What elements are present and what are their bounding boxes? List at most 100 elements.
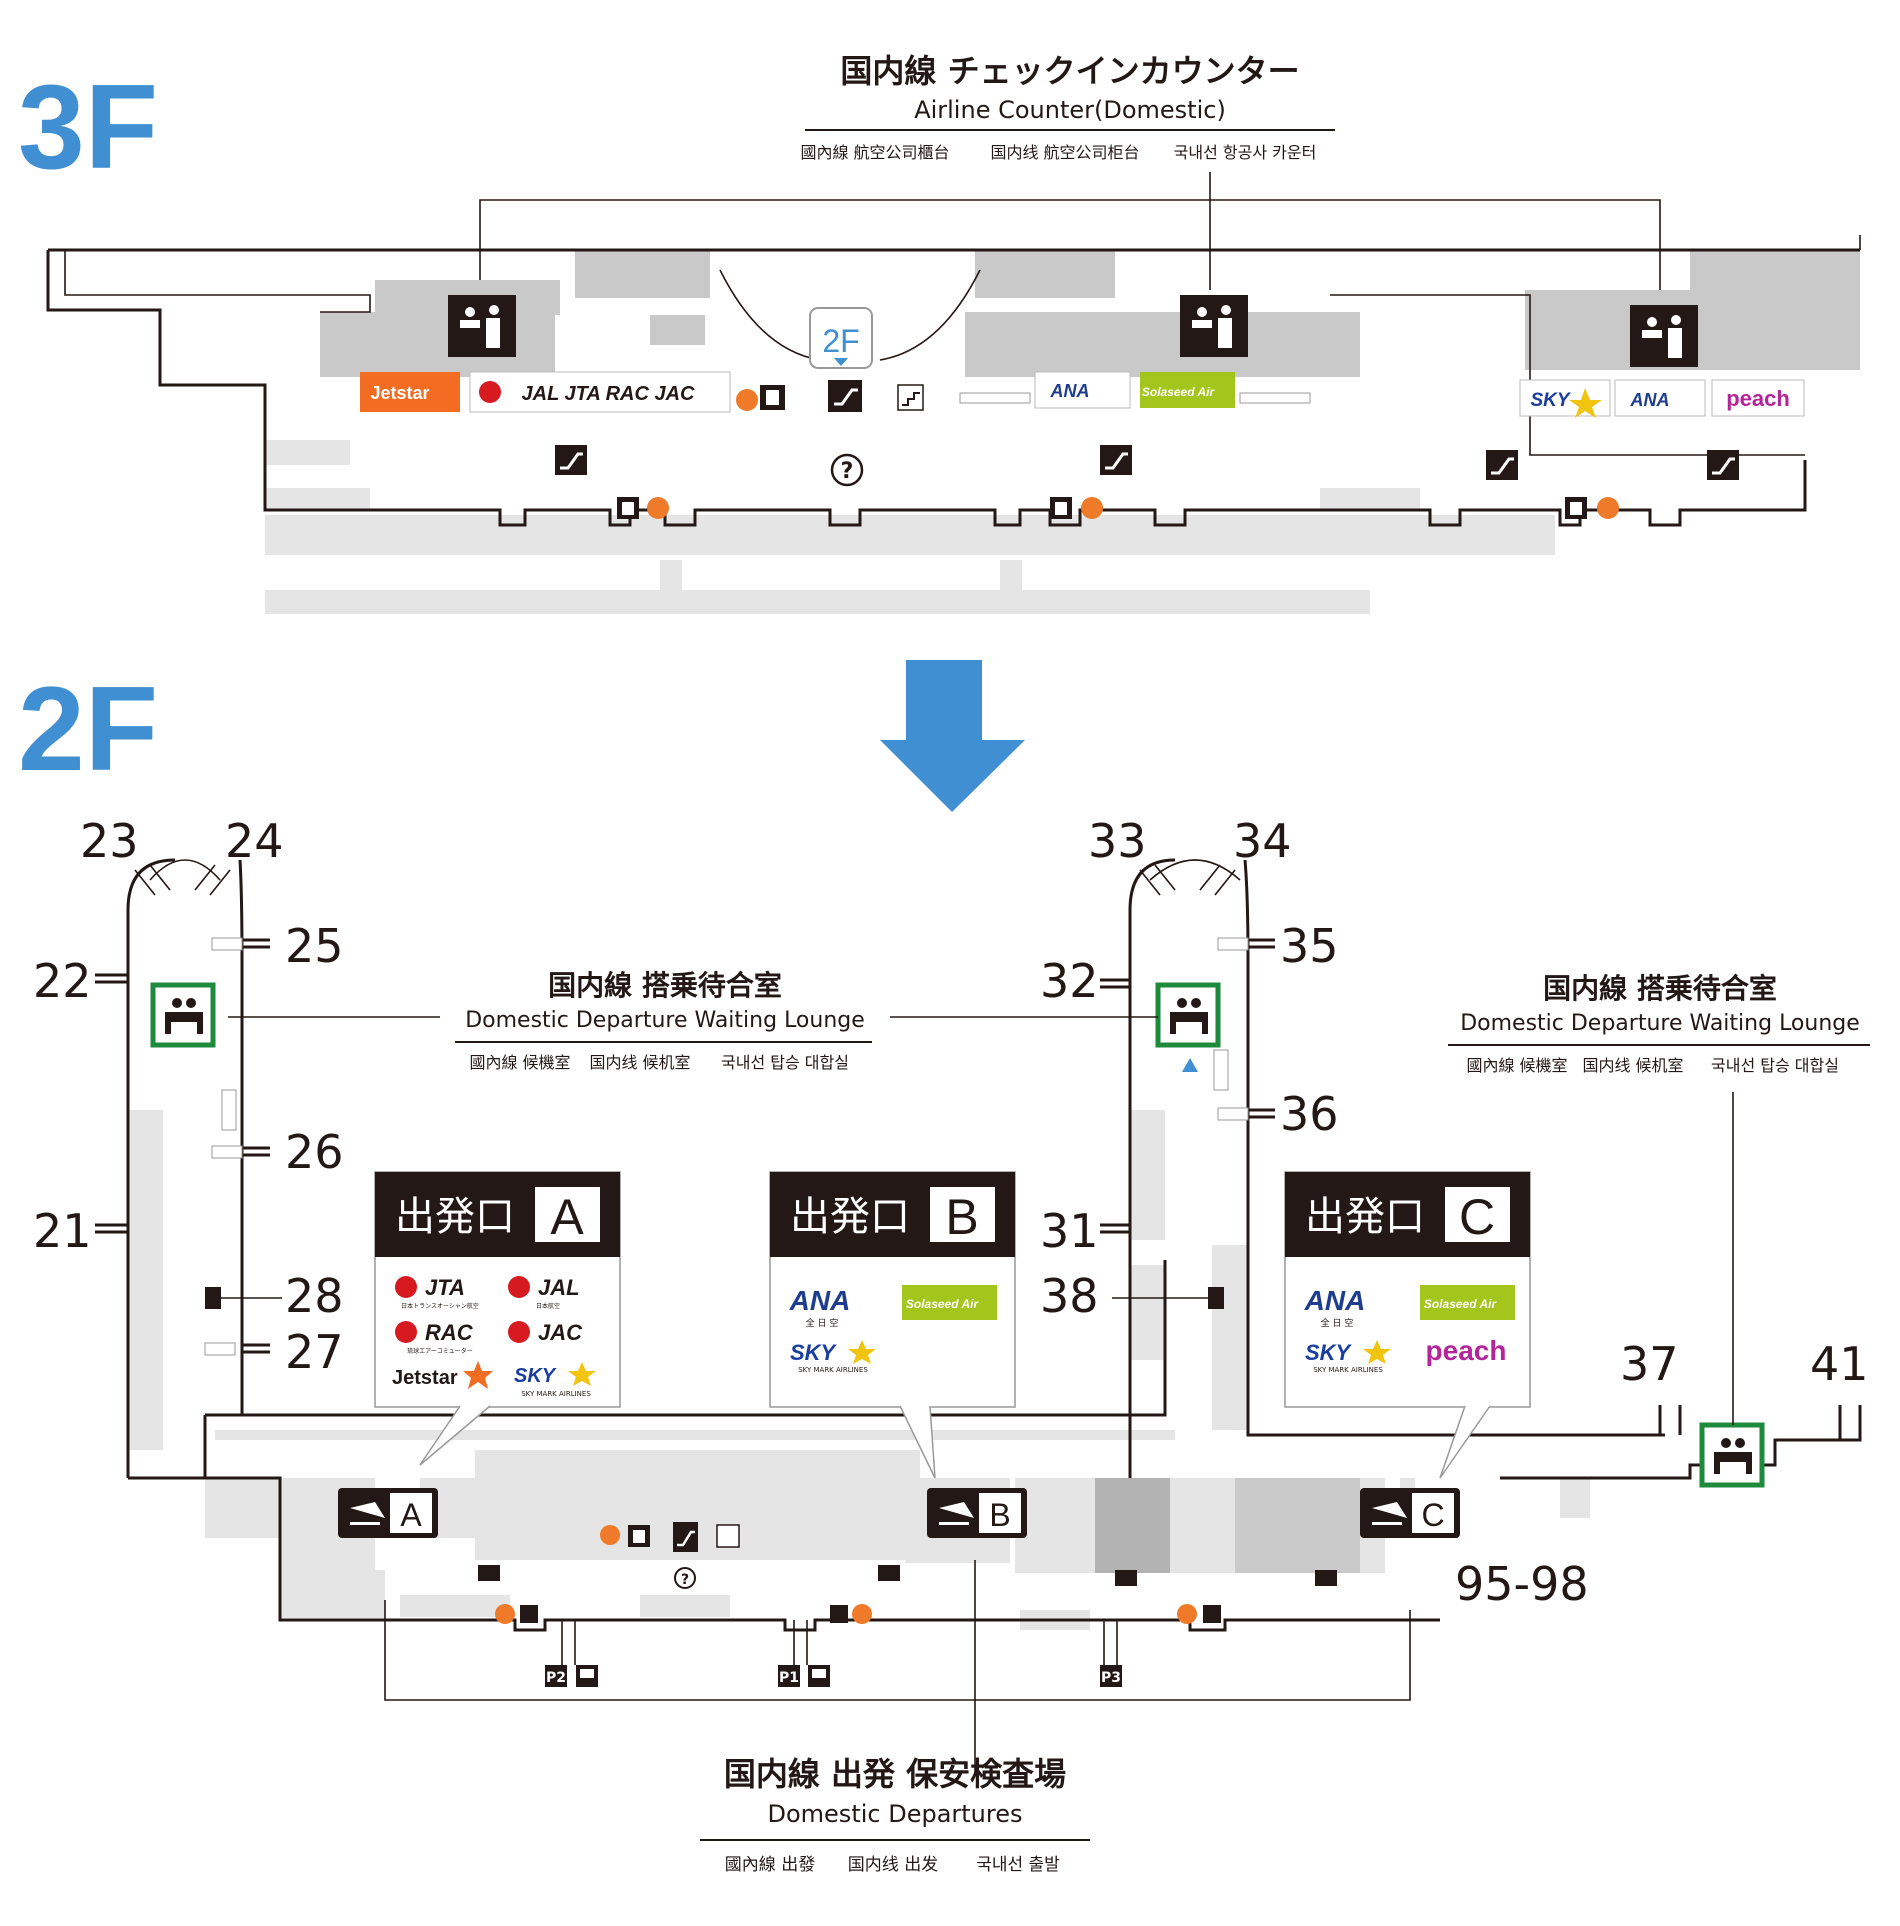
exit-a-label: 出発口 xyxy=(395,1194,515,1240)
exit-c-airline-sky: SKY xyxy=(1305,1340,1353,1365)
exit-a-letter: A xyxy=(550,1189,584,1245)
exit-c-airline-peach: peach xyxy=(1426,1335,1507,1366)
lounge-left-title: 国内線 搭乗待合室 Domestic Departure Waiting Lou… xyxy=(228,969,1158,1072)
exit-a-airline-rac: RAC xyxy=(425,1320,474,1345)
waiting-lounge-icon xyxy=(1155,982,1221,1048)
departures-title-zh-cn: 国内线 出发 xyxy=(848,1855,938,1875)
solaseed-logo: Solaseed Air xyxy=(1142,385,1216,399)
counter-title: 国内線 チェックインカウンター Airline Counter(Domestic… xyxy=(800,52,1335,162)
parking-p1-label: P1 xyxy=(779,1670,799,1686)
escalator-icon xyxy=(1115,1570,1137,1586)
exit-a-sub-jta: 日本トランスオーシャン航空 xyxy=(401,1302,479,1310)
stairs-icon xyxy=(897,384,924,411)
lounge-right-title: 国内線 搭乗待合室 Domestic Departure Waiting Lou… xyxy=(1448,972,1870,1425)
gate-sign-b: B xyxy=(989,1497,1010,1533)
airline-logos-center: ANA Solaseed Air xyxy=(959,371,1311,409)
lounge-right-zh-cn: 国内线 候机室 xyxy=(1582,1056,1683,1075)
floor-label-3f: 3F xyxy=(18,60,158,194)
gate-sign-a: A xyxy=(400,1497,422,1533)
airline-logos-left: Jetstar JAL JTA RAC JAC xyxy=(360,371,731,413)
floor-2f-plan xyxy=(95,858,1862,1775)
gate-25: 25 xyxy=(285,919,344,973)
gate-24: 24 xyxy=(225,814,284,868)
gate-38: 38 xyxy=(1040,1269,1099,1323)
bus-icon xyxy=(576,1665,598,1687)
elevator-icon xyxy=(617,497,639,519)
information-icon: ? xyxy=(830,453,864,487)
departures-title-ja: 国内線 出発 保安検査場 xyxy=(724,1755,1066,1793)
counter-title-ko: 국내선 항공사 카운터 xyxy=(1174,143,1317,162)
waiting-lounge-icon xyxy=(150,982,216,1048)
escalator-icon xyxy=(1486,450,1518,480)
gate-37: 37 xyxy=(1620,1337,1679,1391)
lounge-left-ko: 국내선 탑승 대합실 xyxy=(721,1053,849,1072)
exit-b-airline-sky: SKY xyxy=(790,1340,838,1365)
elevator-icon xyxy=(628,1525,650,1547)
departures-title-en: Domestic Departures xyxy=(768,1800,1023,1828)
gate-28: 28 xyxy=(285,1269,344,1323)
exit-b-airline-ana: ANA xyxy=(789,1285,851,1316)
escalator-icon xyxy=(478,1565,500,1581)
exit-a-airline-jac: JAC xyxy=(538,1320,583,1345)
escalator-icon xyxy=(1707,450,1739,480)
gate-27: 27 xyxy=(285,1325,344,1379)
down-arrow-icon xyxy=(880,660,1025,812)
svg-text:?: ? xyxy=(681,1572,689,1588)
exit-b-sub-ana: 全 日 空 xyxy=(806,1317,839,1329)
lounge-left-zh-tw: 國內線 候機室 xyxy=(469,1053,570,1072)
ana-logo: ANA xyxy=(1630,390,1670,410)
escalator-icon xyxy=(1100,445,1132,475)
exit-c-label: 出発口 xyxy=(1305,1194,1425,1240)
gate-sign-c: C xyxy=(1421,1497,1444,1533)
departures-title-ko: 국내선 출발 xyxy=(976,1855,1060,1875)
information-icon: ? xyxy=(674,1567,696,1589)
gate-numbers: 23 24 25 22 26 21 28 27 33 34 35 32 36 3… xyxy=(33,814,1869,1611)
parking-marker-p1: P1 xyxy=(778,1665,800,1687)
check-in-counter-icon xyxy=(1180,295,1248,357)
parking-p3-label: P3 xyxy=(1101,1670,1121,1686)
departures-title: 国内線 出発 保安検査場 Domestic Departures 國內線 出發 … xyxy=(700,1755,1090,1875)
parking-marker-p2: P2 xyxy=(545,1665,567,1687)
exit-b-label: 出発口 xyxy=(790,1194,910,1240)
elevator-icon xyxy=(1565,497,1587,519)
escalator-icon xyxy=(878,1565,900,1581)
stairs-icon xyxy=(716,1524,740,1548)
exit-c-sub-ana: 全 日 空 xyxy=(1321,1317,1354,1329)
gate-35: 35 xyxy=(1280,919,1339,973)
jetstar-logo: Jetstar xyxy=(370,383,429,403)
gate-36: 36 xyxy=(1280,1087,1339,1141)
escalator-icon xyxy=(205,1287,221,1309)
departure-plane-icon: B xyxy=(927,1488,1027,1538)
escalator-icon xyxy=(1315,1570,1337,1586)
floor-label-2f: 2F xyxy=(18,662,158,796)
exit-a-airline-jta: JTA xyxy=(425,1275,465,1300)
departure-plane-icon: A xyxy=(338,1488,438,1538)
airline-logos-right: SKY ANA peach xyxy=(1519,379,1805,418)
lounge-left-ja: 国内線 搭乗待合室 xyxy=(548,969,782,1002)
exit-a-sub-jal: 日本航空 xyxy=(536,1302,560,1310)
exit-b-airline-solaseed: Solaseed Air xyxy=(906,1297,980,1311)
bus-icon xyxy=(808,1665,830,1687)
lounge-left-en: Domestic Departure Waiting Lounge xyxy=(465,1008,865,1033)
counter-title-en: Airline Counter(Domestic) xyxy=(914,96,1226,124)
lounge-right-ko: 국내선 탑승 대합실 xyxy=(1711,1056,1839,1075)
exit-a-airline-sky: SKY xyxy=(514,1365,557,1387)
waiting-lounge-icon xyxy=(1699,1422,1765,1488)
departure-plane-icon: C xyxy=(1360,1488,1460,1538)
lounge-right-ja: 国内線 搭乗待合室 xyxy=(1543,972,1777,1005)
exit-c-airline-solaseed: Solaseed Air xyxy=(1424,1297,1498,1311)
escalator-to-2f-marker: 2F xyxy=(809,307,873,369)
gate-41: 41 xyxy=(1810,1337,1869,1391)
exit-b-letter: B xyxy=(945,1189,978,1245)
gate-33: 33 xyxy=(1088,814,1147,868)
peach-logo: peach xyxy=(1726,386,1790,411)
gate-23: 23 xyxy=(80,814,139,868)
counter-title-zh-cn: 国内线 航空公司柜台 xyxy=(990,143,1139,162)
exit-a-airline-jal: JAL xyxy=(538,1275,580,1300)
elevator-icon xyxy=(520,1605,538,1623)
floor-3f-plan xyxy=(46,235,1861,614)
gate-34: 34 xyxy=(1233,814,1292,868)
exit-c-callout: 出発口 C ANA 全 日 空 Solaseed Air SKY SKY MAR… xyxy=(1284,1171,1531,1479)
parking-marker-p3: P3 xyxy=(1100,1665,1122,1687)
escalator-icon xyxy=(828,380,862,412)
